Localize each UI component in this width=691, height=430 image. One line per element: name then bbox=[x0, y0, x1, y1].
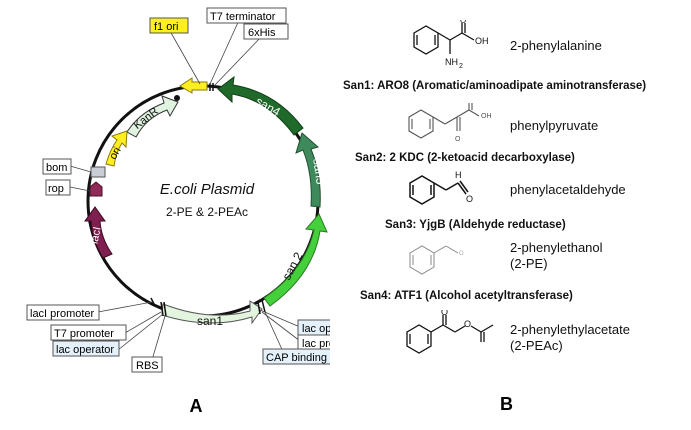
svg-text:O: O bbox=[459, 251, 464, 257]
svg-text:O: O bbox=[464, 319, 471, 329]
phenylpyruvate-structure: O OH bbox=[408, 103, 492, 143]
compound-phenylethylacetate: 2-phenylethylacetate (2-PEAc) bbox=[510, 322, 630, 353]
svg-text:bom: bom bbox=[46, 162, 67, 174]
ori-arrow bbox=[105, 130, 128, 167]
svg-text:NH: NH bbox=[445, 57, 458, 67]
label-lac-promoter: lac promoter bbox=[297, 334, 330, 351]
laci-label: lacI bbox=[88, 226, 103, 245]
plasmid-subtitle: 2-PE & 2-PEAc bbox=[166, 205, 248, 219]
enzyme-san1: San1: ARO8 (Aromatic/aminoadipate aminot… bbox=[343, 80, 647, 92]
label-rbs: RBS bbox=[131, 356, 163, 373]
laci-gene-arrow bbox=[84, 206, 113, 259]
svg-text:CAP binding site: CAP binding site bbox=[266, 352, 330, 364]
phenylethylacetate-structure: O O bbox=[406, 310, 494, 354]
svg-text:O: O bbox=[455, 136, 461, 143]
svg-text:lacI promoter: lacI promoter bbox=[30, 308, 95, 320]
svg-text:rop: rop bbox=[48, 183, 64, 195]
panel-letter-a: A bbox=[190, 396, 203, 416]
svg-text:f1 ori: f1 ori bbox=[154, 21, 178, 33]
compound-phenylacetaldehyde: phenylacetaldehyde bbox=[510, 182, 626, 197]
junction-dot bbox=[174, 95, 180, 101]
bom-box bbox=[90, 166, 106, 178]
label-t7-terminator: T7 terminator bbox=[206, 7, 287, 24]
svg-text:H: H bbox=[455, 170, 462, 180]
svg-text:OH: OH bbox=[481, 113, 492, 120]
svg-text:O: O bbox=[441, 310, 448, 317]
enzyme-san2: San2: 2 KDC (2-ketoacid decarboxylase) bbox=[355, 152, 575, 164]
san2-gene-arrow bbox=[263, 213, 328, 307]
svg-text:lac operator: lac operator bbox=[302, 323, 330, 335]
kanr-gene-arrow bbox=[126, 95, 179, 138]
plasmid-map: san1 san 2 san3 san4 KanR ori lacI E.col… bbox=[26, 7, 330, 416]
svg-text:OH: OH bbox=[475, 36, 489, 46]
label-rop: rop bbox=[45, 179, 71, 196]
f1-ori-arrow bbox=[179, 77, 208, 94]
label-bom: bom bbox=[42, 158, 72, 175]
san1-label: san1 bbox=[197, 314, 223, 328]
leader-lines bbox=[69, 17, 301, 361]
compound-phenylpyruvate: phenylpyruvate bbox=[510, 118, 599, 133]
enzyme-san3: San3: YjgB (Aldehyde reductase) bbox=[385, 219, 566, 231]
san4-gene-arrow bbox=[217, 75, 304, 136]
enzyme-san4: San4: ATF1 (Alcohol acetyltransferase) bbox=[360, 290, 573, 302]
label-laci-promoter: lacI promoter bbox=[26, 304, 100, 321]
svg-text:RBS: RBS bbox=[136, 360, 159, 372]
svg-text:O: O bbox=[466, 194, 473, 204]
compound-phenylethanol: 2-phenylethanol (2-PE) bbox=[510, 240, 603, 271]
rop-arrow bbox=[89, 181, 103, 197]
svg-text:6xHis: 6xHis bbox=[248, 27, 276, 39]
label-lac-operator-right: lac operator bbox=[297, 319, 330, 336]
label-6xhis: 6xHis bbox=[243, 23, 289, 40]
phenylacetaldehyde-structure: H O bbox=[409, 170, 473, 205]
svg-text:T7 terminator: T7 terminator bbox=[210, 11, 276, 23]
phenylethanol-structure: O bbox=[409, 245, 464, 275]
label-lac-operator-left: lac operator bbox=[52, 340, 120, 357]
plasmid-title: E.coli Plasmid bbox=[160, 181, 255, 198]
svg-text:lac promoter: lac promoter bbox=[302, 338, 330, 350]
svg-text:O: O bbox=[460, 20, 466, 25]
san3-gene-arrow bbox=[295, 132, 321, 208]
phenylalanine-structure: O OH NH 2 bbox=[413, 20, 489, 70]
label-t7-promoter: T7 promoter bbox=[50, 324, 127, 341]
svg-text:2: 2 bbox=[459, 63, 463, 70]
svg-text:T7 promoter: T7 promoter bbox=[54, 328, 114, 340]
san1-gene-arrow bbox=[161, 300, 263, 325]
compound-phenylalanine: 2-phenylalanine bbox=[510, 38, 602, 53]
tick-marks bbox=[150, 83, 266, 317]
label-cap-site: CAP binding site bbox=[262, 348, 330, 365]
svg-text:lac operator: lac operator bbox=[56, 344, 114, 356]
label-f1-ori: f1 ori bbox=[149, 17, 189, 34]
panel-letter-b: B bbox=[500, 394, 513, 414]
ori-label: ori bbox=[107, 145, 124, 162]
san3-label: san3 bbox=[310, 158, 328, 186]
